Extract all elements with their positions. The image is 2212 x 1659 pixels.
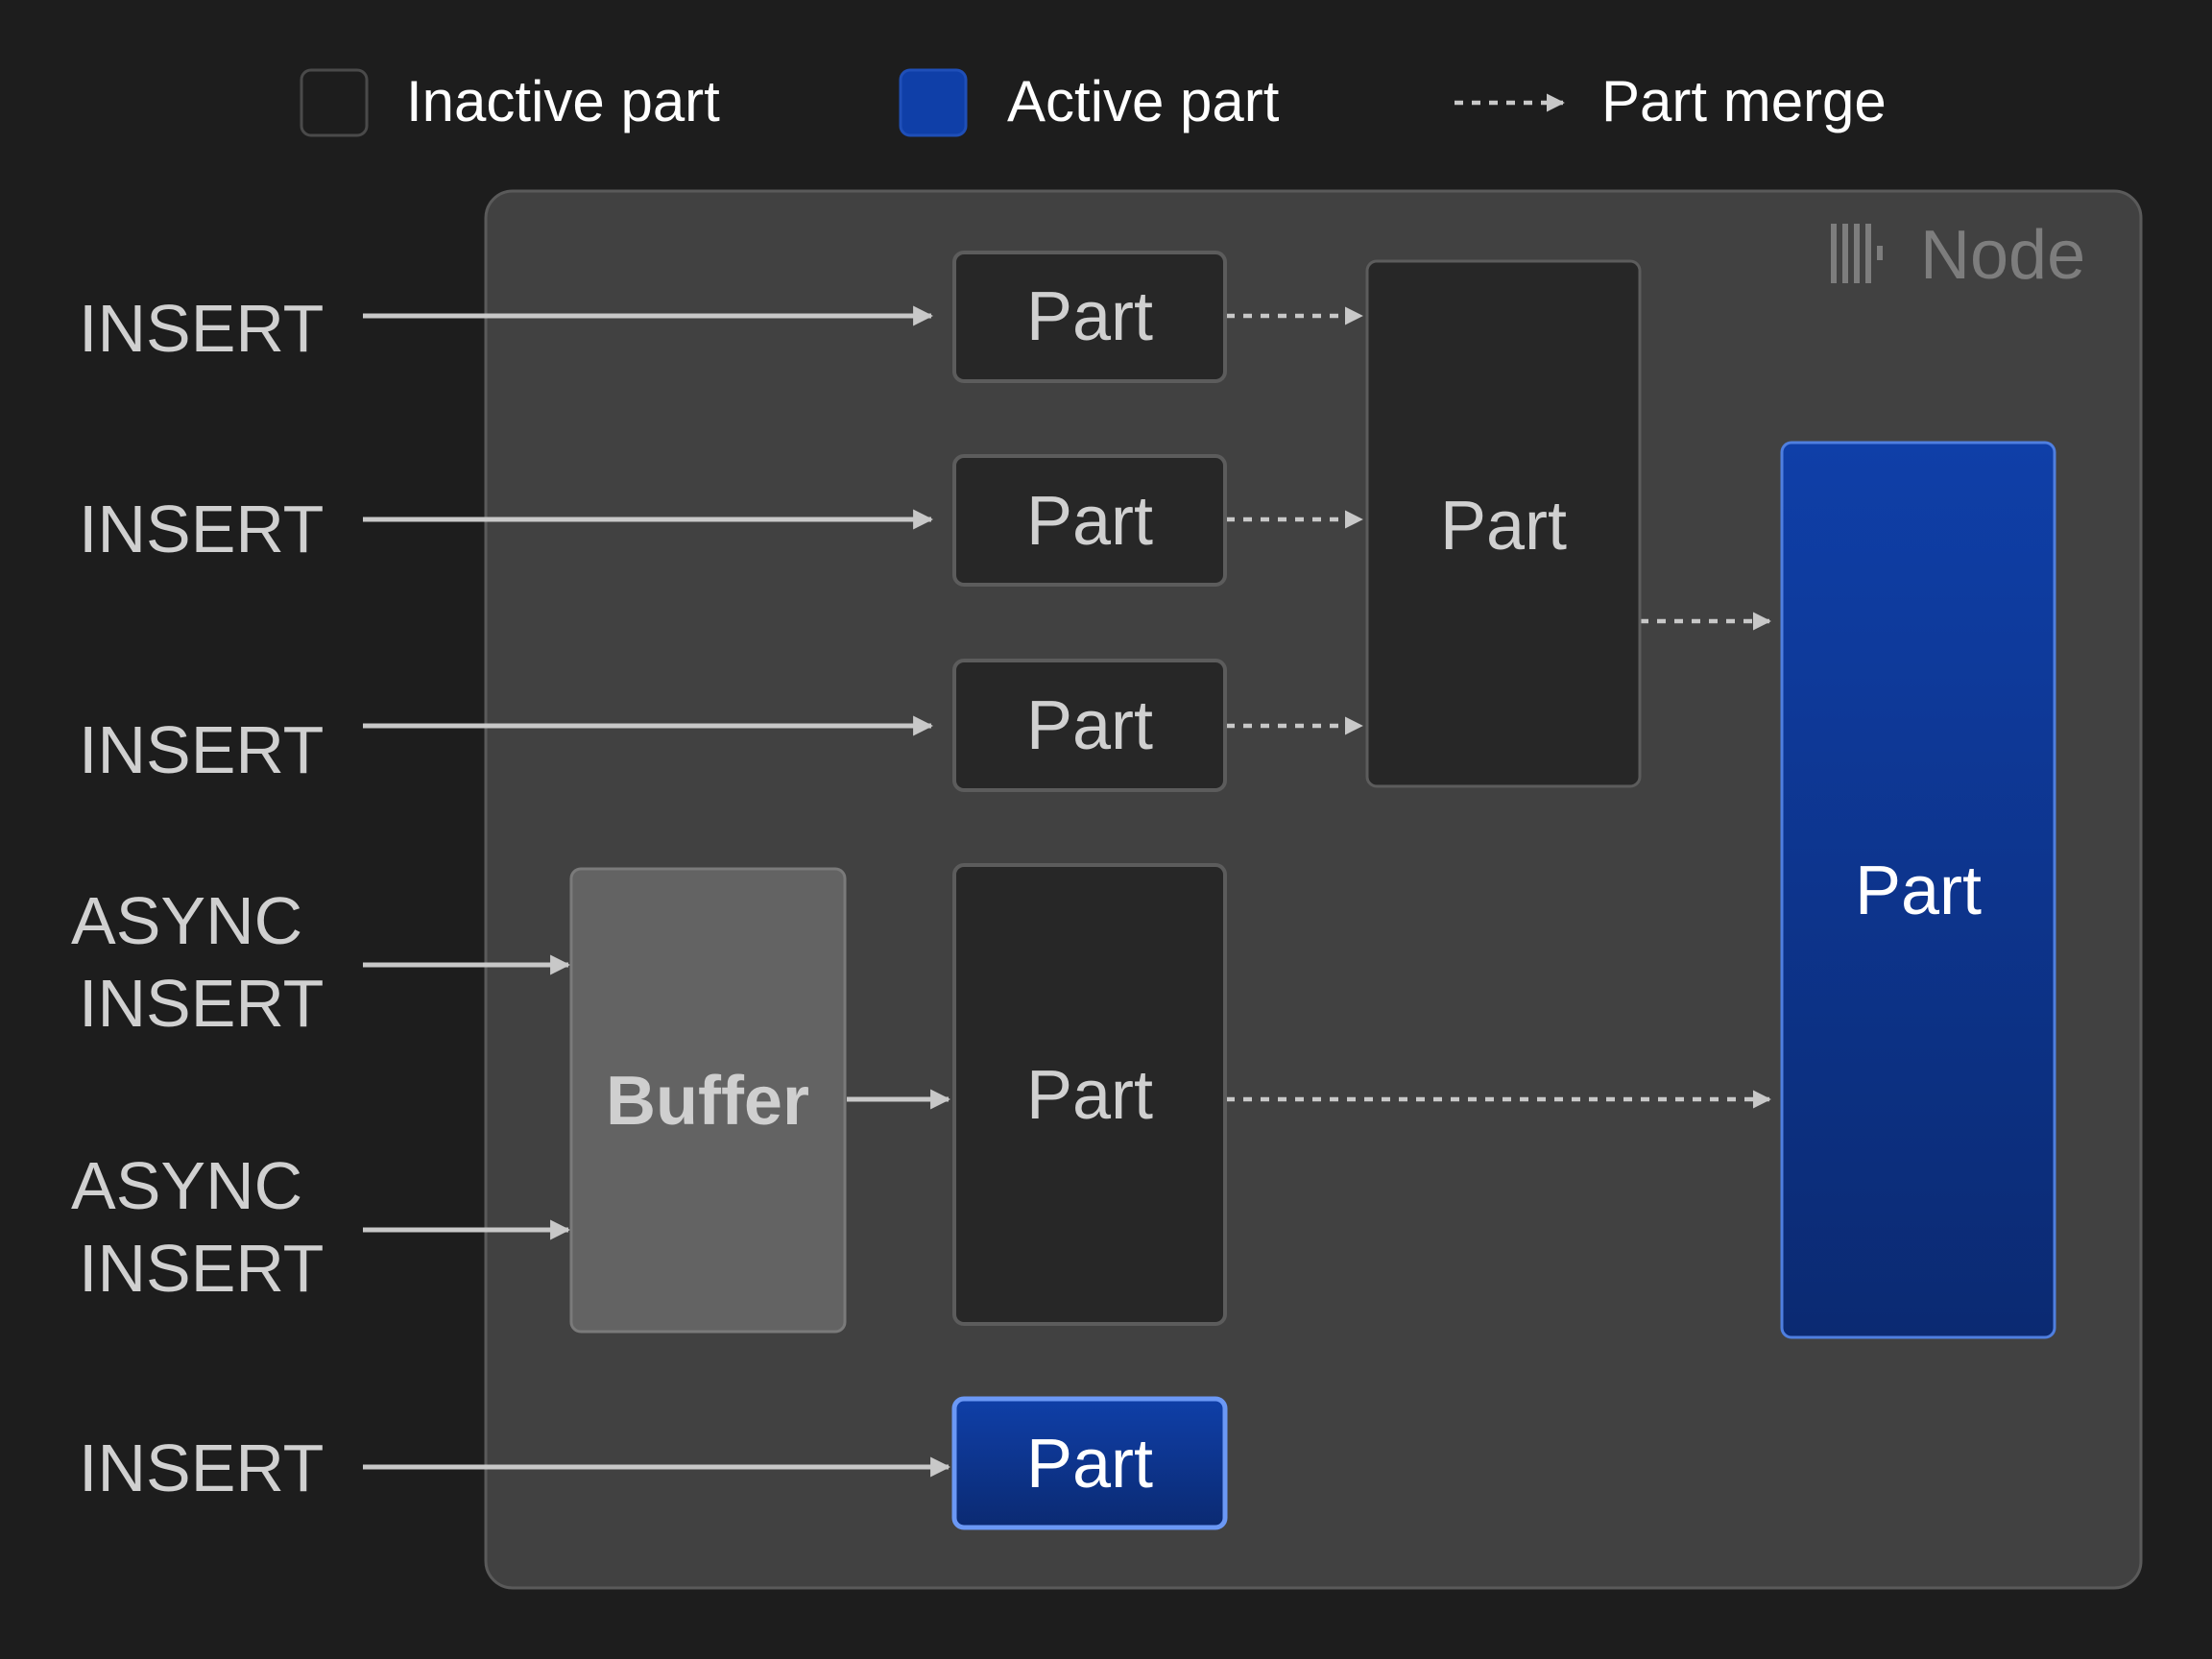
part-box-3-label: Part: [1026, 687, 1153, 764]
part-box-3: [952, 659, 1227, 792]
buffer-part-box-label: Part: [1026, 1057, 1153, 1134]
async-insert-label-1-line1: ASYNC: [71, 883, 302, 958]
legend: Inactive part Active part Part merge: [300, 68, 1887, 137]
clickhouse-logo-icon: [1831, 224, 1883, 283]
buffer-part-box: [952, 863, 1227, 1326]
new-active-part-box: [951, 1396, 1228, 1530]
insert-label-2: INSERT: [79, 492, 324, 566]
part-box-2: [952, 454, 1227, 587]
async-insert-label-2-line2: INSERT: [79, 1231, 324, 1306]
new-active-part-box-label: Part: [1026, 1426, 1153, 1503]
legend-inactive-label: Inactive part: [406, 69, 720, 133]
part-box-2-label: Part: [1026, 483, 1153, 560]
insert-label-1: INSERT: [79, 291, 324, 366]
legend-inactive-swatch: [300, 68, 369, 137]
insert-label-4: INSERT: [79, 1431, 324, 1505]
buffer-box: [569, 867, 847, 1334]
async-insert-label-1-line2: INSERT: [79, 966, 324, 1041]
merged-part-box-label: Part: [1440, 488, 1567, 565]
legend-merge-label: Part merge: [1601, 69, 1887, 133]
node-container: [484, 189, 2143, 1590]
part-box-1: [952, 251, 1227, 383]
merged-part-box: [1365, 259, 1642, 788]
async-insert-label-2-line1: ASYNC: [71, 1148, 302, 1223]
legend-active-swatch: [899, 68, 968, 137]
insert-label-3: INSERT: [79, 712, 324, 787]
final-active-part-box-label: Part: [1855, 853, 1982, 929]
final-active-part-box: [1780, 441, 2056, 1339]
node-label: Node: [1920, 217, 2085, 294]
buffer-box-label: Buffer: [606, 1063, 809, 1140]
legend-active-label: Active part: [1007, 69, 1280, 133]
part-box-1-label: Part: [1026, 278, 1153, 355]
